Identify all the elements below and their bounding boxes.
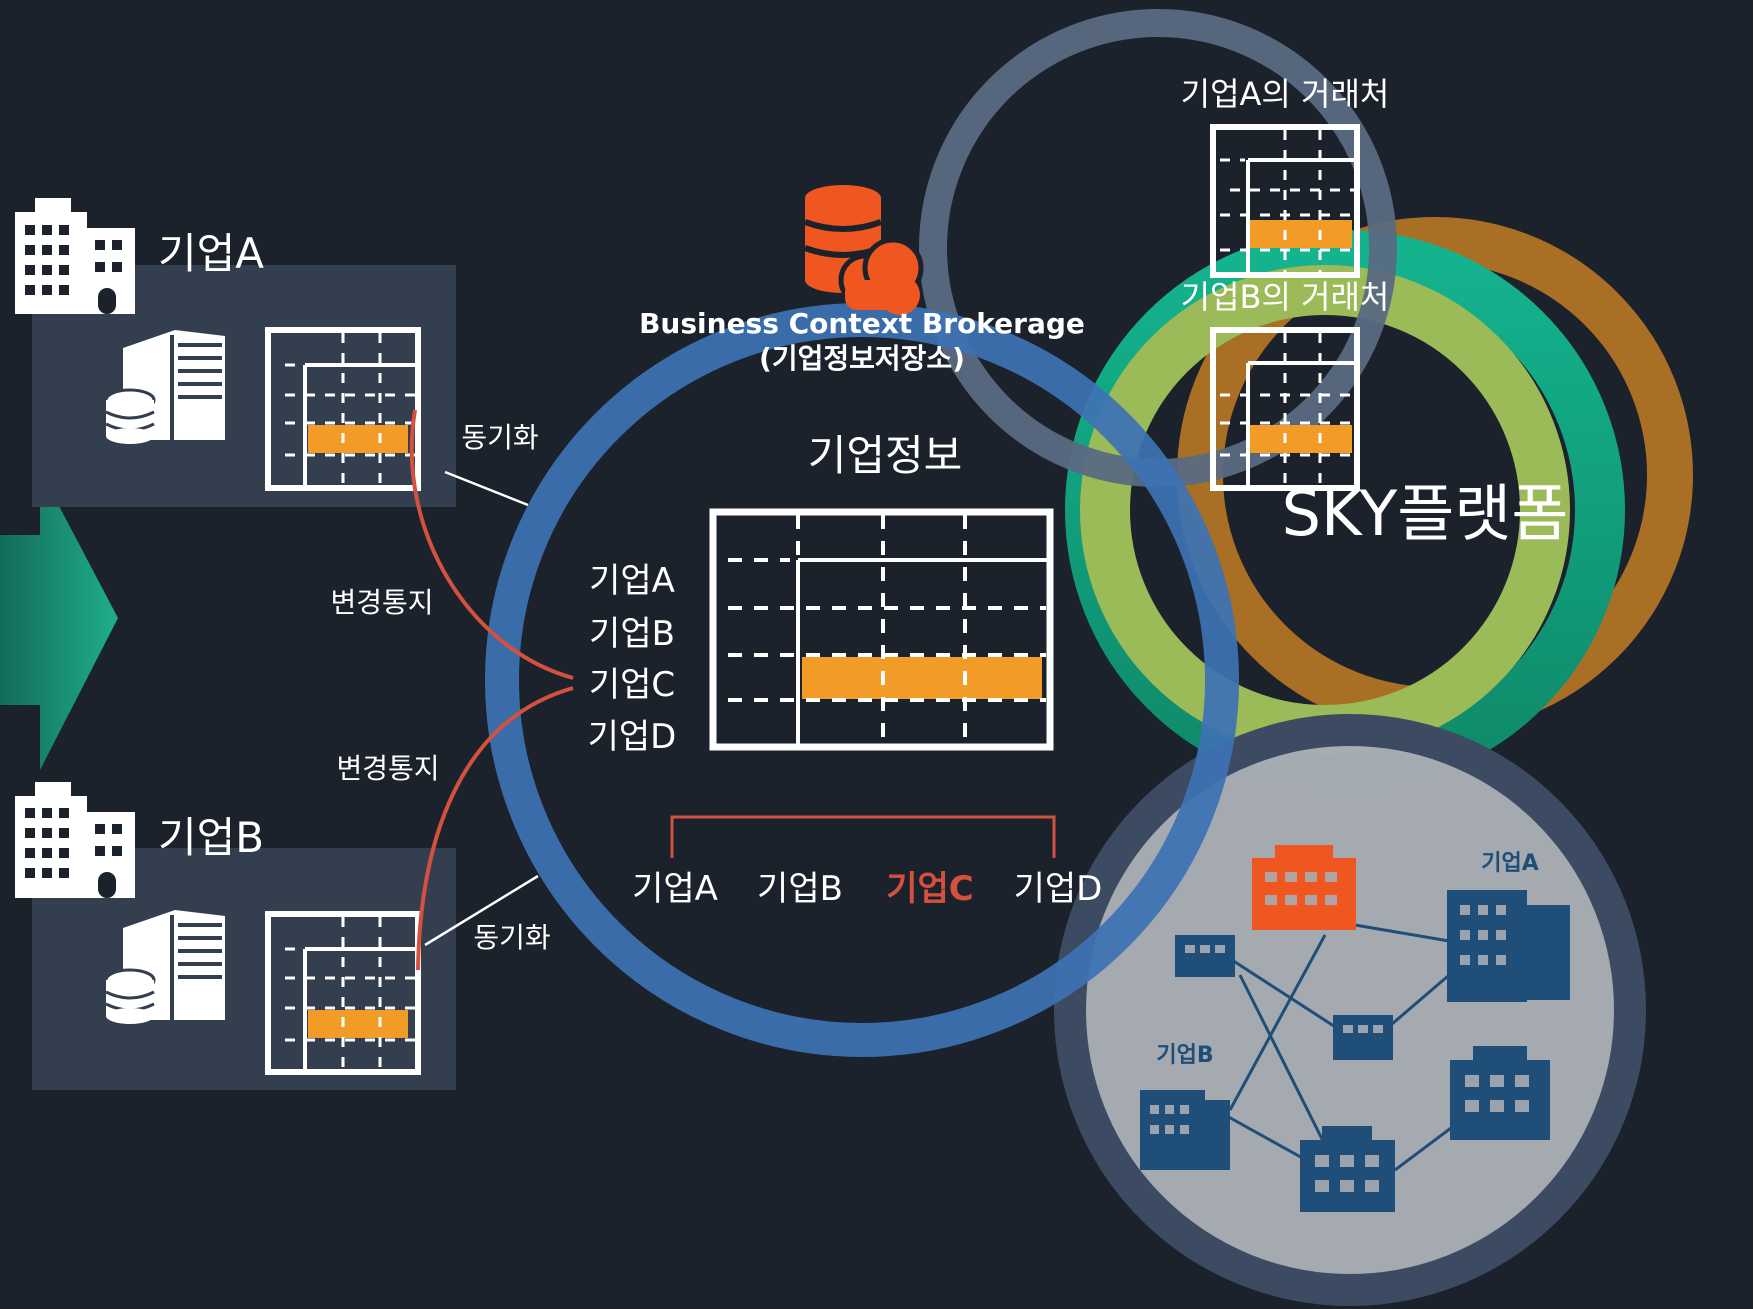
column-label: 기업A <box>632 869 718 909</box>
column-label-highlight: 기업C <box>886 869 974 909</box>
company-b-table <box>265 911 421 1075</box>
network-windows <box>1150 872 1529 1192</box>
office-building-icon <box>15 198 135 314</box>
notify-label-a: 변경통지 <box>330 586 433 619</box>
network-building-right <box>1450 1046 1550 1140</box>
partners-a-title: 기업A의 거래처 <box>1181 75 1390 113</box>
sync-label-b: 동기화 <box>473 921 550 954</box>
row-label: 기업B <box>589 614 675 654</box>
sync-connectors <box>424 470 539 947</box>
company-info-table <box>709 508 1054 751</box>
company-a-section: 기업A <box>15 198 456 507</box>
company-b-section: 기업B <box>15 782 456 1090</box>
partners-b-title: 기업B의 거래처 <box>1181 278 1390 316</box>
column-label: 기업B <box>757 869 843 909</box>
server-db-icon <box>104 910 225 1024</box>
network-building-small-1 <box>1175 935 1235 977</box>
server-db-icon <box>104 330 225 444</box>
network-building-small-2 <box>1333 1015 1393 1060</box>
flow-arrow <box>0 470 118 770</box>
column-label: 기업D <box>1014 869 1103 909</box>
row-labels: 기업A 기업B 기업C 기업D <box>588 561 677 757</box>
brokerage-subtitle: (기업정보저장소) <box>759 342 965 375</box>
notify-curves <box>409 409 574 971</box>
table-title: 기업정보 <box>808 431 963 480</box>
network-label-b: 기업B <box>1156 1043 1213 1068</box>
row-label: 기업A <box>589 561 675 601</box>
partners-group: 기업A의 거래처 기업B의 거래처 <box>919 9 1397 491</box>
brokerage-ring <box>485 303 1239 1057</box>
office-building-icon <box>15 782 135 898</box>
partners-a-table <box>1210 124 1360 278</box>
row-label: 기업C <box>589 665 675 705</box>
database-cloud-icon <box>803 185 924 315</box>
column-bracket <box>670 815 1056 858</box>
sync-label-a: 동기화 <box>461 421 538 454</box>
row-label: 기업D <box>588 717 677 757</box>
column-labels: 기업A 기업B 기업C 기업D <box>632 869 1102 909</box>
brokerage-title: Business Context Brokerage <box>639 307 1085 340</box>
notify-label-b: 변경통지 <box>336 752 439 785</box>
company-a-title: 기업A <box>158 229 264 278</box>
partner-network: 기업A 기업B <box>1054 714 1646 1306</box>
network-links <box>1224 923 1456 1172</box>
highlight-row <box>802 657 1042 699</box>
partners-b-table <box>1210 327 1360 491</box>
network-label-a: 기업A <box>1481 851 1539 876</box>
network-building-bottom <box>1300 1126 1395 1212</box>
company-a-table <box>265 327 421 491</box>
company-b-title: 기업B <box>158 813 264 862</box>
network-building-highlight <box>1252 845 1356 930</box>
